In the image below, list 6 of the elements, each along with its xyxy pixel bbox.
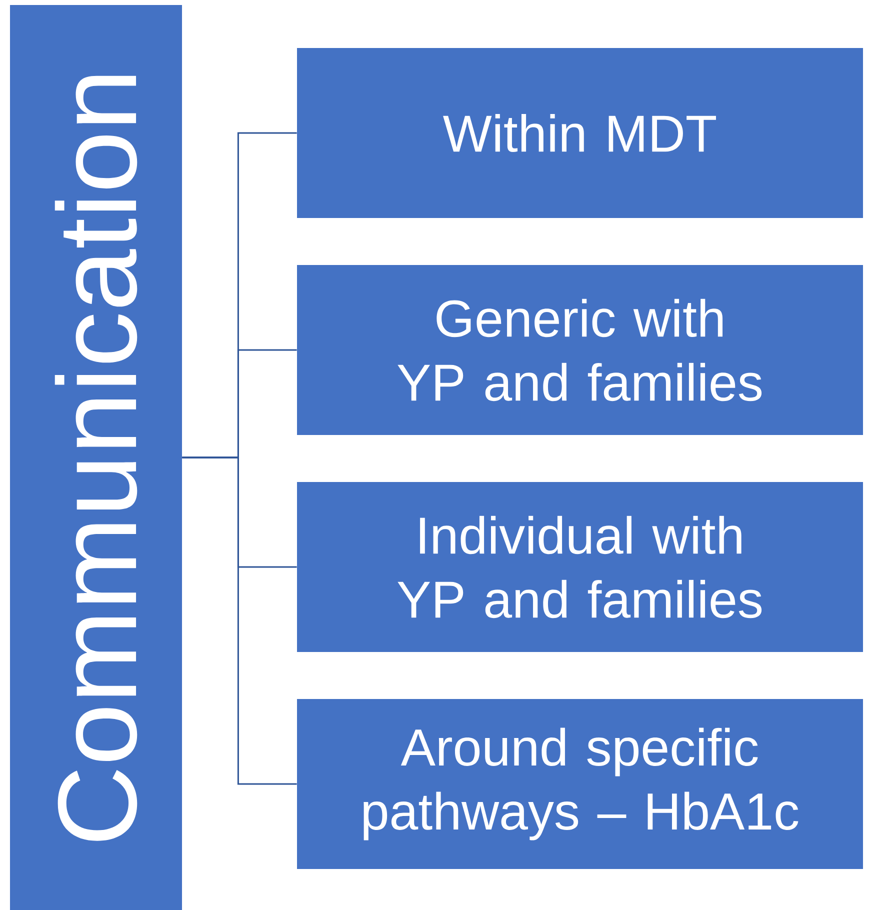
title-bar: Communication bbox=[10, 5, 182, 910]
topic-box: Around specific pathways – HbA1c bbox=[297, 699, 863, 869]
topic-box: Within MDT bbox=[297, 48, 863, 218]
topic-box: Individual with YP and families bbox=[297, 482, 863, 652]
topic-box: Generic with YP and families bbox=[297, 265, 863, 435]
connector bbox=[182, 456, 297, 785]
